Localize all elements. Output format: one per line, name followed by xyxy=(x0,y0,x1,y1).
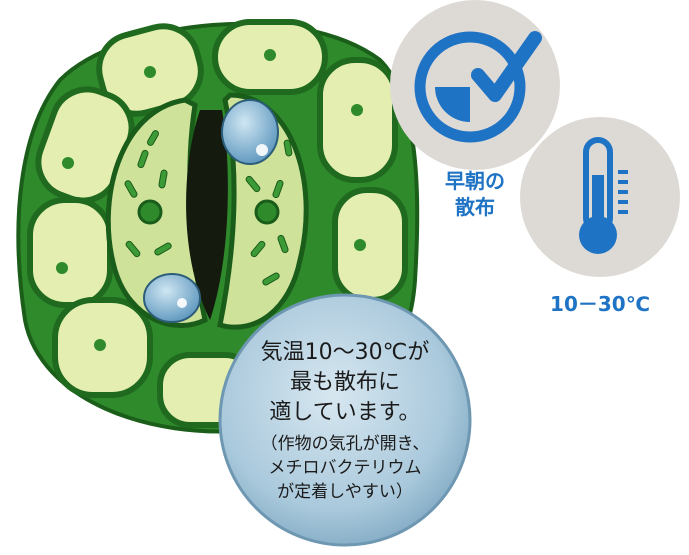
bubble-note-line: メチロバクテリウム xyxy=(268,458,422,478)
thermometer-icon xyxy=(579,137,628,254)
bubble-main-line: 最も散布に xyxy=(289,370,400,395)
bubble-main-line: 気温10～30℃が xyxy=(260,340,430,365)
clock-check-icon xyxy=(414,31,542,143)
guard-nucleus xyxy=(137,199,163,225)
bubble-note-line: が定着しやすい） xyxy=(277,482,413,502)
bubble-note-line: （作物の気孔が開き、 xyxy=(260,434,430,454)
vacuole xyxy=(143,273,201,323)
info-bubble xyxy=(218,293,472,547)
chloroplasts xyxy=(124,130,293,286)
guard-nucleus xyxy=(254,199,280,225)
early-morning-label: 早朝の 散布 xyxy=(445,169,505,219)
cell-nuclei xyxy=(56,49,366,351)
bubble-main-line: 適しています。 xyxy=(269,400,421,425)
vacuole xyxy=(221,99,279,165)
temperature-range-label: 10－30℃ xyxy=(550,292,650,316)
stomatal-pore xyxy=(186,110,228,320)
bubble-text: 気温10～30℃が 最も散布に 適しています。 （作物の気孔が開き、 メチロバク… xyxy=(240,338,450,504)
